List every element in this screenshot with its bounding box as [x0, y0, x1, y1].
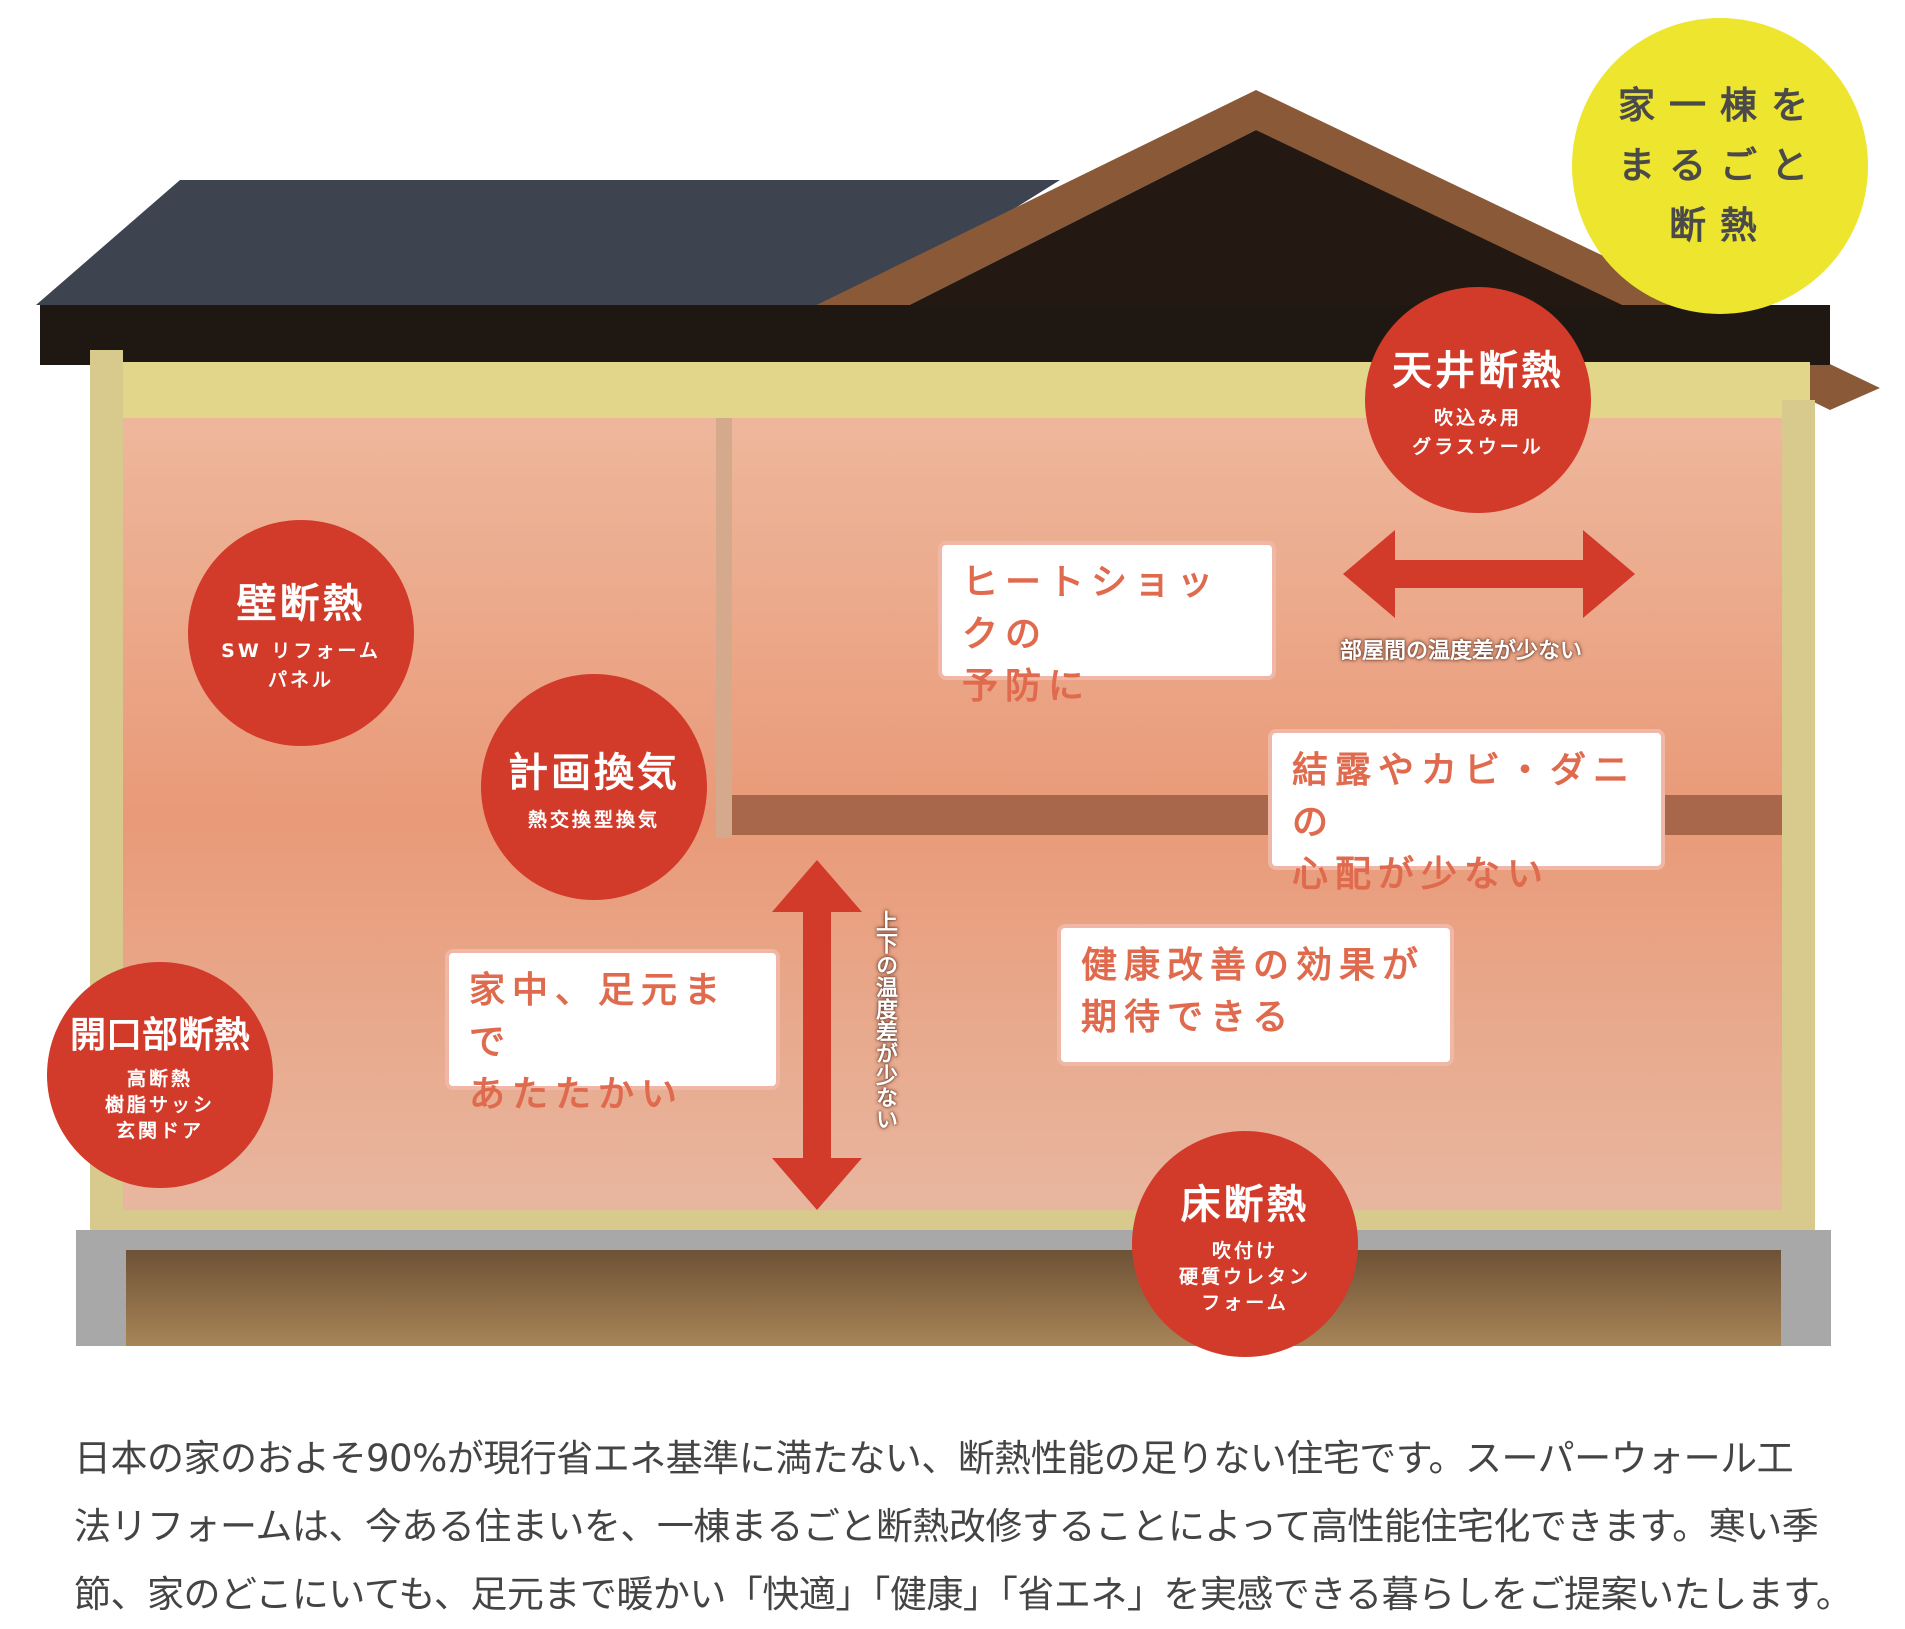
- wall-divider: [716, 418, 732, 838]
- roof-tiles: [36, 180, 1060, 305]
- speech-bubble: 家一棟を まるごと 断熱: [1572, 18, 1868, 314]
- badge-title: 開口部断熱: [69, 1015, 250, 1056]
- paragraph-line: 法リフォームは、今ある住まいを、一棟まるごと断熱改修することによって高性能住宅化…: [74, 1505, 1819, 1548]
- ventilation-badge: 計画換気熱交換型換気: [481, 674, 707, 900]
- badge-title: 壁断熱: [236, 581, 366, 627]
- badge-sub: 高断熱 樹脂サッシ 玄関ドア: [104, 1068, 215, 1142]
- badge-sub: 熱交換型換気: [527, 808, 660, 831]
- description-paragraph: 日本の家のおよそ90%が現行省エネ基準に満たない、断熱性能の足りない住宅です。ス…: [74, 1425, 1853, 1629]
- paragraph-line: 節、家のどこにいても、足元まで暖かい「快適」「健康」「省エネ」を実感できる暮らし…: [74, 1573, 1853, 1616]
- callout-health: 健康改善の効果が 期待できる: [1057, 924, 1454, 1066]
- h-arrow: [1343, 530, 1635, 618]
- paragraph-line: 日本の家のおよそ90%が現行省エネ基準に満たない、断熱性能の足りない住宅です。ス…: [74, 1437, 1794, 1480]
- badge-sub: SW リフォーム パネル: [221, 640, 381, 691]
- ceiling-insulation-badge: 天井断熱吹込み用 グラスウール: [1365, 287, 1591, 513]
- floor-line: [100, 1210, 1815, 1230]
- floor-insulation-badge: 床断熱吹付け 硬質ウレタン フォーム: [1132, 1131, 1358, 1357]
- opening-insulation-badge: 開口部断熱高断熱 樹脂サッシ 玄関ドア: [47, 962, 273, 1188]
- soil: [126, 1250, 1781, 1346]
- vertical-temp-label: 上下の温度差が少ない: [872, 910, 897, 1130]
- right-wall: [1782, 400, 1815, 1230]
- badge-sub: 吹付け 硬質ウレタン フォーム: [1178, 1240, 1311, 1314]
- callout-warm-feet: 家中、足元まで あたたかい: [445, 949, 780, 1115]
- callout-heat-shock: ヒートショックの 予防に: [938, 541, 1276, 707]
- badge-title: 計画換気: [508, 749, 680, 796]
- callout-condensation: 結露やカビ・ダニの 心配が少ない: [1268, 729, 1665, 895]
- badge-title: 天井断熱: [1392, 348, 1564, 394]
- badge-sub: 吹込み用 グラスウール: [1412, 407, 1544, 458]
- room-temp-label: 部屋間の温度差が少ない: [1340, 639, 1583, 664]
- wall-insulation-badge: 壁断熱 SW リフォーム パネル: [188, 520, 414, 746]
- badge-title: 床断熱: [1180, 1182, 1310, 1228]
- v-arrow: [772, 860, 862, 1210]
